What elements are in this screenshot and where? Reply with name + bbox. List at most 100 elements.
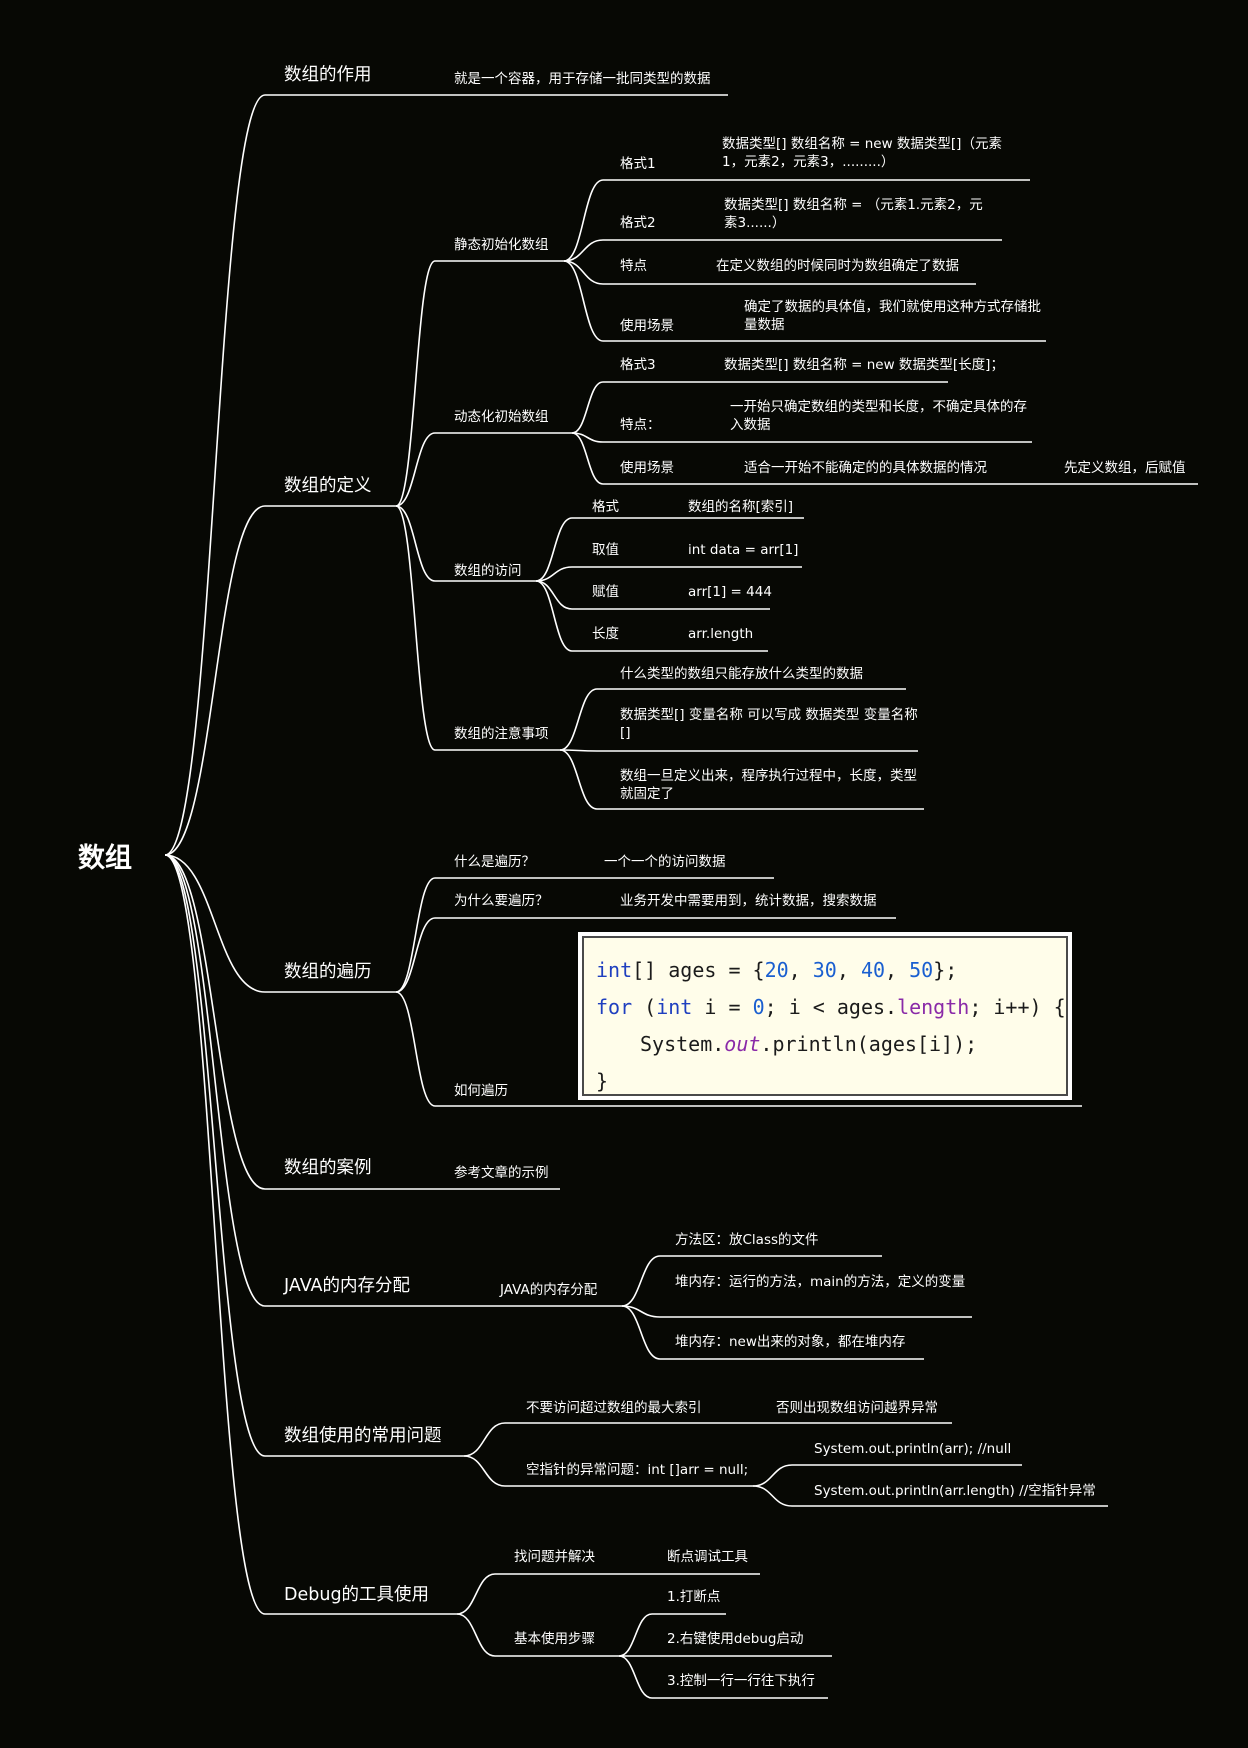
connector-0: [164, 94, 266, 856]
static-scene-value: 确定了数据的具体值，我们就使用这种方式存储批量数据: [744, 299, 1041, 333]
dynamic-feature-label: 特点：: [620, 417, 661, 433]
traverse-what-label: 什么是遍历？: [454, 854, 535, 870]
debug-step-1: 1.打断点: [667, 1589, 721, 1605]
connector-31: [535, 517, 573, 582]
node-purpose: 数组的作用: [284, 65, 372, 85]
node-debug: Debug的工具使用: [284, 1585, 430, 1605]
connector-32: [535, 566, 573, 582]
node-notes: 数组的注意事项: [454, 726, 549, 742]
access-len-value: arr.length: [688, 626, 754, 642]
connector-77: [618, 1613, 653, 1657]
connector-49: [395, 991, 436, 1107]
root-node: 数组: [78, 843, 132, 874]
connector-69: [752, 1485, 793, 1507]
traverse-how-label: 如何遍历: [454, 1083, 508, 1099]
purpose-desc: 就是一个容器，用于存储一批同类型的数据: [454, 71, 711, 87]
connector-57: [621, 1255, 661, 1307]
connector-3: [164, 854, 266, 1190]
access-set-value: arr[1] = 444: [688, 584, 772, 600]
connector-64: [463, 1422, 506, 1457]
static-fmt2-label: 格式2: [620, 215, 656, 231]
connector-34: [535, 580, 573, 652]
connector-12: [395, 505, 436, 582]
traverse-why-value: 业务开发中需要用到，统计数据，搜索数据: [620, 893, 877, 909]
access-fmt-label: 格式: [592, 499, 619, 515]
debug-step-2: 2.右键使用debug启动: [667, 1631, 804, 1647]
access-len-label: 长度: [592, 626, 619, 642]
connector-15: [563, 179, 604, 262]
dynamic-feature-value: 一开始只确定数组的类型和长度，不确定具体的存入数据: [730, 399, 1027, 433]
problems-p2-v2: System.out.println(arr.length) //空指针异常: [814, 1483, 1096, 1499]
static-feature-label: 特点: [620, 258, 647, 274]
connector-26: [571, 432, 604, 485]
connector-11: [395, 432, 436, 507]
debug-step-3: 3.控制一行一行往下执行: [667, 1673, 815, 1689]
connector-47: [395, 877, 436, 993]
dynamic-fmt3-label: 格式3: [620, 357, 656, 373]
dynamic-scene-extra: 先定义数组，后赋值: [1064, 460, 1186, 476]
notes-item-1: 什么类型的数组只能存放什么类型的数据: [620, 666, 863, 682]
connector-48: [395, 917, 436, 993]
connector-41: [559, 749, 598, 752]
access-set-label: 赋值: [592, 584, 619, 600]
static-fmt1-value: 数据类型[] 数组名称 = new 数据类型[]（元素1，元素2，元素3，...…: [722, 136, 1002, 170]
code-line-1: int[] ages = {20, 30, 40, 50};: [596, 958, 958, 982]
node-cases: 数组的案例: [284, 1158, 372, 1178]
connector-13: [395, 505, 436, 751]
connector-1: [164, 505, 266, 856]
connector-59: [621, 1305, 661, 1360]
code-line-2: for (int i = 0; i < ages.length; i++) {: [596, 995, 1066, 1019]
connector-74: [456, 1613, 496, 1657]
notes-item-3: 数组一旦定义出来，程序执行过程中，长度，类型就固定了: [620, 768, 917, 802]
node-traverse: 数组的遍历: [284, 962, 372, 982]
access-get-value: int data = arr[1]: [688, 542, 799, 558]
node-static-init: 静态初始化数组: [454, 237, 549, 253]
problems-p2-label: 空指针的异常问题：int []arr = null;: [526, 1462, 749, 1478]
dynamic-fmt3-value: 数据类型[] 数组名称 = new 数据类型[长度]；: [724, 357, 1004, 373]
dynamic-scene-value: 适合一开始不能确定的的具体数据的情况: [744, 460, 987, 476]
node-definition: 数组的定义: [284, 476, 372, 496]
connector-18: [563, 260, 604, 342]
problems-p1-label: 不要访问超过数组的最大索引: [526, 1400, 702, 1416]
memory-item-2: 堆内存：运行的方法，main的方法，定义的变量: [675, 1274, 966, 1290]
node-memory: JAVA的内存分配: [284, 1276, 411, 1296]
traverse-why-label: 为什么要遍历？: [454, 893, 549, 909]
static-fmt2-value: 数据类型[] 数组名称 = （元素1.元素2，元素3......）: [724, 197, 983, 231]
dynamic-scene-label: 使用场景: [620, 460, 674, 476]
connector-4: [164, 854, 266, 1307]
problems-p2-v1: System.out.println(arr); //null: [814, 1441, 1012, 1457]
connector-42: [559, 749, 598, 810]
connector-40: [559, 688, 598, 751]
debug-find-label: 找问题并解决: [514, 1549, 595, 1565]
connector-33: [535, 580, 573, 610]
notes-item-2: 数据类型[] 变量名称 可以写成 数据类型 变量名称[]: [620, 707, 918, 741]
node-access: 数组的访问: [454, 563, 522, 579]
connector-73: [456, 1573, 496, 1615]
connector-6: [164, 854, 266, 1615]
problems-p1-value: 否则出现数组访问越界异常: [776, 1400, 938, 1416]
connector-5: [164, 854, 266, 1457]
node-problems: 数组使用的常用问题: [284, 1426, 442, 1446]
connector-65: [463, 1455, 506, 1487]
connector-2: [164, 854, 266, 993]
code-line-4: }: [596, 1069, 609, 1093]
code-snippet: int[] ages = {20, 30, 40, 50}; for (int …: [578, 932, 1072, 1100]
connector-68: [752, 1464, 793, 1487]
debug-find-value: 断点调试工具: [667, 1549, 748, 1565]
connector-16: [563, 239, 604, 262]
access-fmt-value: 数组的名称[索引]: [688, 499, 794, 515]
static-fmt1-label: 格式1: [620, 156, 656, 172]
code-line-3: System.out.println(ages[i]);: [640, 1032, 978, 1056]
connector-24: [571, 381, 604, 434]
static-scene-label: 使用场景: [620, 318, 674, 334]
memory-item-3: 堆内存：new出来的对象，都在堆内存: [675, 1334, 906, 1350]
traverse-what-value: 一个一个的访问数据: [604, 854, 726, 870]
static-feature-value: 在定义数组的时候同时为数组确定了数据: [716, 258, 959, 274]
node-dynamic-init: 动态化初始数组: [454, 409, 549, 425]
connector-79: [618, 1655, 653, 1699]
access-get-label: 取值: [592, 542, 619, 558]
memory-item-1: 方法区：放Class的文件: [675, 1232, 819, 1248]
connector-10: [395, 260, 436, 507]
debug-steps-label: 基本使用步骤: [514, 1631, 595, 1647]
